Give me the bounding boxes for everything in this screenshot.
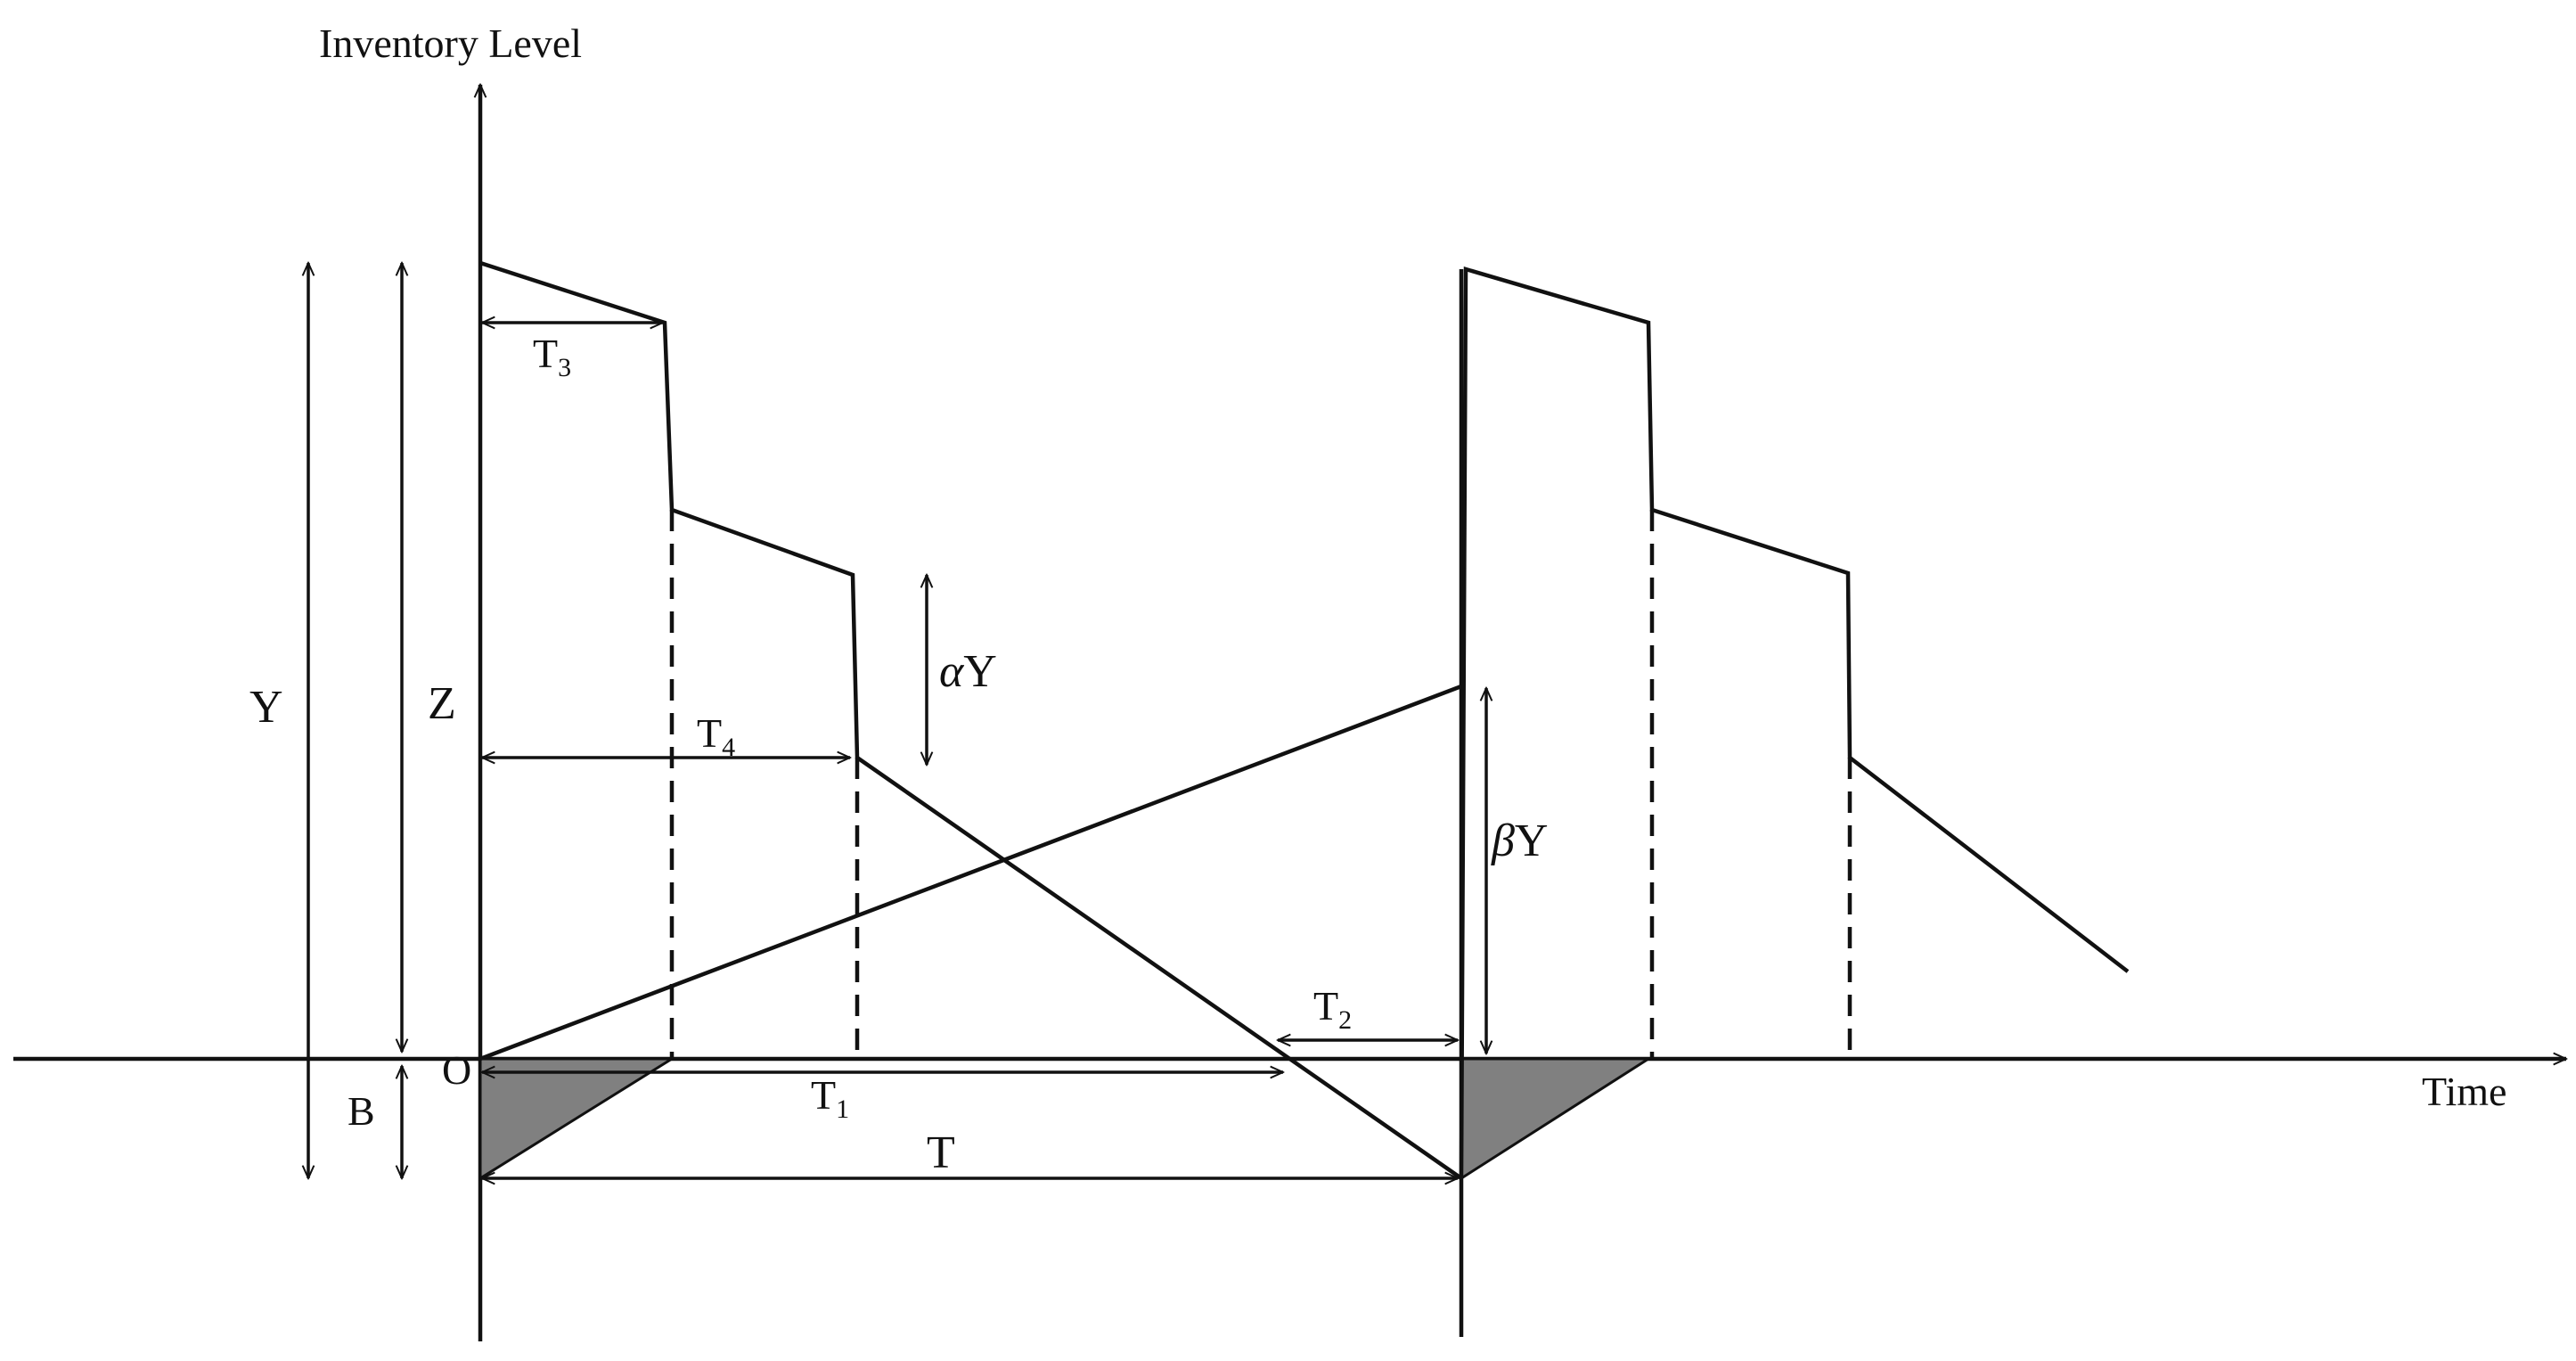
label-t2: T2 bbox=[1313, 983, 1352, 1035]
label-t1-sub: 1 bbox=[836, 1095, 849, 1124]
inventory-curve-cycle-1 bbox=[479, 260, 1463, 1180]
y-axis-label: Inventory Level bbox=[319, 20, 582, 66]
shortage-region-cycle-1 bbox=[478, 1057, 677, 1181]
label-t2-sub: 2 bbox=[1338, 1005, 1352, 1035]
label-y: Y bbox=[249, 682, 283, 733]
label-t3-sub: 3 bbox=[558, 353, 571, 382]
label-t4-sub: 4 bbox=[722, 733, 735, 762]
shortage-region-cycle-2 bbox=[1460, 1057, 1654, 1181]
label-beta-y-main: Y bbox=[1515, 816, 1549, 866]
label-z: Z bbox=[428, 678, 456, 729]
label-t3-main: T bbox=[533, 331, 558, 376]
rising-accumulation-line bbox=[479, 684, 1462, 1062]
label-t1-main: T bbox=[811, 1072, 836, 1118]
label-t1: T1 bbox=[811, 1072, 849, 1124]
label-t2-main: T bbox=[1313, 983, 1338, 1029]
label-alpha-y-greek: α bbox=[939, 646, 965, 697]
label-t4-main: T bbox=[697, 710, 722, 756]
origin-label: O bbox=[442, 1047, 471, 1093]
label-b: B bbox=[348, 1088, 375, 1134]
label-alpha-y: αY bbox=[939, 646, 997, 697]
label-beta-y-greek: β bbox=[1491, 816, 1515, 866]
label-beta-y: βY bbox=[1491, 816, 1548, 866]
label-t4: T4 bbox=[697, 710, 735, 762]
x-axis-label: Time bbox=[2422, 1069, 2506, 1114]
label-alpha-y-main: Y bbox=[963, 646, 997, 697]
inventory-curve-cycle-2 bbox=[1459, 266, 2130, 1179]
label-t: T bbox=[927, 1127, 955, 1178]
label-t3: T3 bbox=[533, 331, 571, 382]
